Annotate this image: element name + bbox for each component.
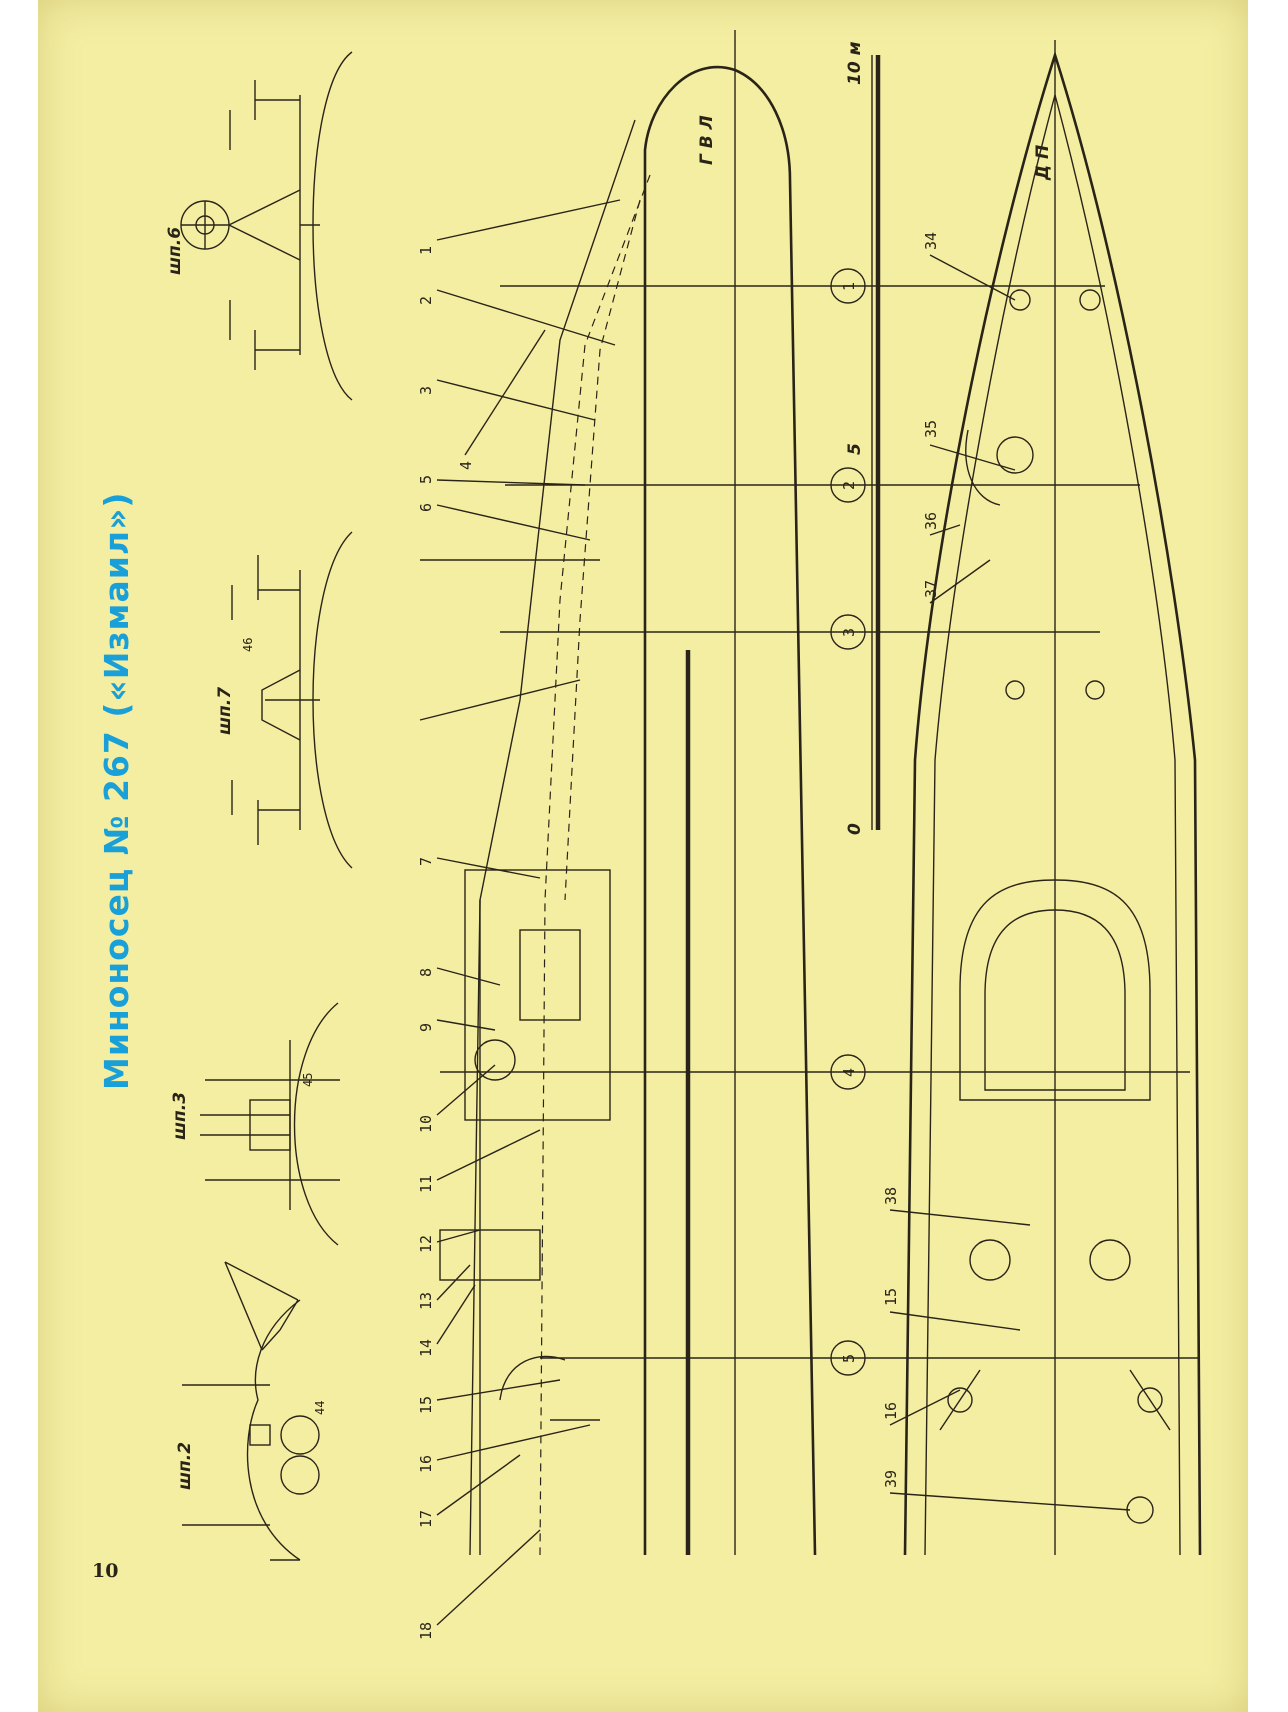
scale-end: 10 м (845, 41, 865, 85)
side-profile: Г В Л (419, 30, 817, 1556)
plan-leaders (889, 254, 1131, 1511)
callout-37: 37 (922, 580, 940, 598)
section-shp3: 45 шп.3 (170, 1002, 340, 1246)
station-1: 1 (840, 282, 858, 291)
callout-15: 15 (417, 1396, 435, 1414)
callout-9: 9 (417, 1023, 435, 1032)
station-marker (830, 268, 866, 304)
station-marker (830, 1054, 866, 1090)
callout-14: 14 (417, 1339, 435, 1357)
section-shp7: 46 шп.7 (215, 531, 353, 869)
drawing-title: Миноносец № 267 («Измаил») (97, 492, 136, 1091)
station-5: 5 (840, 1354, 858, 1363)
callout-15-plan: 15 (882, 1288, 900, 1306)
callout-17: 17 (417, 1510, 435, 1528)
frame-stations: 1 2 3 4 5 (440, 268, 1200, 1376)
callout-44: 44 (313, 1401, 327, 1415)
page-number: 10 (92, 1560, 118, 1582)
section-shp2: 44 шп.2 (175, 1261, 327, 1561)
callout-4: 4 (457, 461, 475, 470)
plan-callouts: 34 35 36 37 38 15 16 39 (882, 232, 940, 1488)
callout-46: 46 (241, 638, 255, 652)
callout-38: 38 (882, 1187, 900, 1205)
station-marker (830, 614, 866, 650)
callout-16: 16 (417, 1455, 435, 1473)
station-3: 3 (840, 628, 858, 637)
callout-5: 5 (417, 475, 435, 484)
profile-callouts: 1 2 3 4 5 6 7 8 9 10 11 12 13 14 15 16 1… (417, 246, 475, 1640)
station-4: 4 (840, 1068, 858, 1077)
callout-35: 35 (922, 420, 940, 438)
station-marker (830, 467, 866, 503)
callout-12: 12 (417, 1235, 435, 1253)
callout-8: 8 (417, 968, 435, 977)
callout-18: 18 (417, 1622, 435, 1640)
callout-16-plan: 16 (882, 1402, 900, 1420)
profile-leaders (436, 199, 621, 1626)
callout-7: 7 (417, 857, 435, 866)
section-label: шп.3 (170, 1092, 190, 1140)
callout-34: 34 (922, 232, 940, 250)
callout-10: 10 (417, 1115, 435, 1133)
centerline-label: Д П (1033, 145, 1053, 181)
section-label: шп.7 (215, 687, 235, 735)
callout-39: 39 (882, 1470, 900, 1488)
section-shp6: шп.6 (165, 51, 353, 401)
scale-bar: 0 5 10 м (845, 41, 881, 835)
section-label: шп.2 (175, 1442, 195, 1490)
callout-6: 6 (417, 503, 435, 512)
callout-3: 3 (417, 386, 435, 395)
callout-45: 45 (301, 1073, 315, 1087)
scale-start: 0 (845, 823, 865, 835)
callout-36: 36 (922, 512, 940, 530)
callout-11: 11 (417, 1175, 435, 1193)
station-2: 2 (840, 481, 858, 490)
callout-2: 2 (417, 296, 435, 305)
waterline-label: Г В Л (697, 115, 717, 165)
section-label: шп.6 (165, 227, 185, 275)
callout-13: 13 (417, 1292, 435, 1310)
deck-plan: Д П (903, 40, 1202, 1556)
scale-mid: 5 (845, 443, 865, 455)
callout-1: 1 (417, 246, 435, 255)
station-marker (830, 1340, 866, 1376)
